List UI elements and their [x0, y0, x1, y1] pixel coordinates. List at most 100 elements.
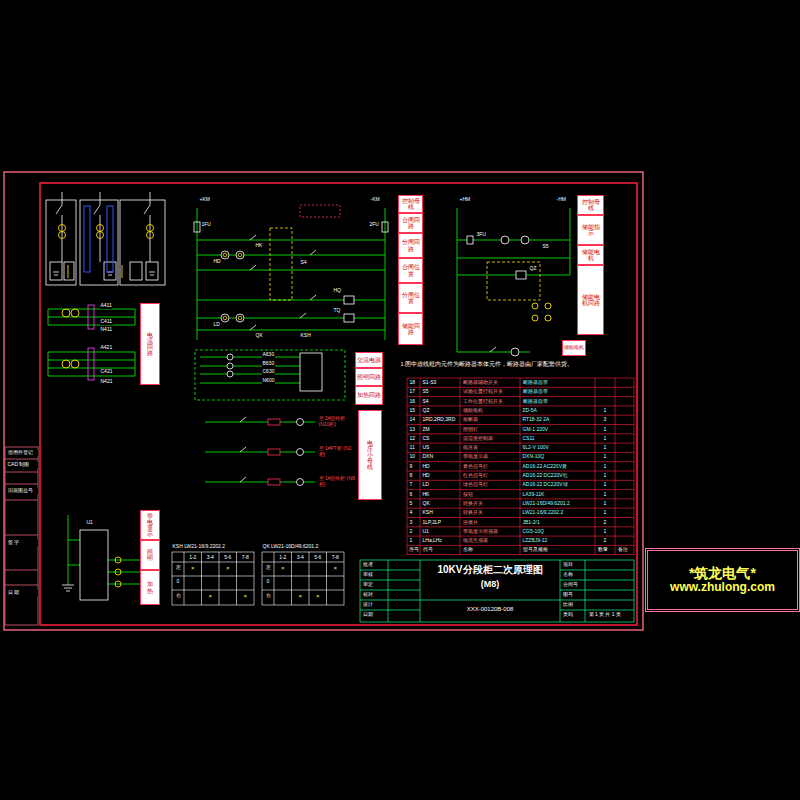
revision-column-text: 借用件登记 [7, 450, 38, 456]
switch-table-header: 1-2 [189, 555, 197, 561]
table-cell: 2 [603, 538, 607, 544]
function-box: 加热回路 [355, 386, 383, 405]
circuit-label: HQ [333, 288, 342, 294]
table-cell: 1 [603, 445, 607, 451]
switch-table-title: QK LW21-16D/49.6201.2 [262, 544, 319, 550]
function-box: 分闸位置 [398, 283, 423, 313]
contact-mark: × [243, 593, 248, 600]
switch-position: 左 [265, 565, 271, 571]
table-cell: JB1-2/1 [522, 520, 540, 526]
drawing-subtitle: (M8) [480, 580, 500, 590]
title-block-text: 审核 [362, 572, 373, 578]
box-label: 合闸位置 [400, 264, 421, 277]
circuit-label: N421 [100, 379, 113, 385]
contact-mark: × [225, 565, 230, 572]
switch-table-header: 3-4 [296, 555, 304, 561]
table-cell: 3 [603, 417, 607, 423]
circuit-label: +KM [199, 197, 210, 203]
table-cell: AD16-22 DC220V绿 [522, 482, 568, 488]
table-cell: 10 [409, 454, 416, 460]
control-circuit-devices [194, 222, 388, 330]
circuit-label: LD [213, 322, 220, 328]
table-cell: 断路器辅助开关 [462, 380, 498, 386]
table-cell: KSH [422, 510, 433, 516]
table-cell: U1 [422, 529, 429, 535]
title-block-text: 合同号 [562, 582, 578, 588]
circuit-label: QK [255, 333, 263, 339]
box-label: 加热回路 [357, 392, 381, 398]
circuit-label: 2FU [369, 222, 379, 228]
switch-table-title: KSH LW21-16/9.2202.2 [172, 544, 225, 550]
box-label: 分闸位置 [400, 292, 421, 305]
drawing-title: 10KV分段柜二次原理图 [437, 564, 543, 575]
box-label: 储能电机回路 [579, 294, 602, 307]
table-cell: LZZBJ9-12 [522, 538, 548, 544]
title-block-text: 日期 [362, 612, 373, 618]
table-cell: HD [422, 464, 430, 470]
circuit-label: A411 [100, 303, 112, 309]
table-cell: 断路器自带 [522, 399, 548, 405]
function-box: 控制母线 [577, 195, 604, 215]
table-cell: QK [422, 501, 430, 507]
table-cell: 6L2-V 100V [522, 445, 549, 451]
box-label: 加热 [147, 581, 153, 593]
table-cell: 7 [409, 482, 413, 488]
table-cell: 1 [603, 510, 607, 516]
table-cell: 1 [603, 427, 607, 433]
table-header: 序号 [408, 547, 419, 553]
table-cell: 2 [603, 520, 607, 526]
function-box: 照明回路 [355, 368, 383, 386]
table-cell: 15 [409, 408, 416, 414]
circuit-label: +HM [459, 197, 471, 203]
table-cell: LW21-16/9.2202.2 [522, 510, 564, 516]
function-box: 储能电机 [562, 340, 586, 356]
contact-mark: × [298, 593, 303, 600]
title-block-text: 比例 [562, 602, 573, 608]
table-cell: 1 [409, 538, 413, 544]
current-transformer-symbols [59, 225, 154, 279]
table-cell: 1LP,2LP [422, 520, 442, 526]
title-block-text: 校对 [362, 592, 373, 598]
circuit-label: N600 [262, 378, 275, 384]
title-block-text: 图号 [562, 592, 573, 598]
table-cell: ZD-5A [522, 408, 537, 414]
busbar-symbols [84, 206, 113, 272]
ac-circuit-devices [227, 353, 322, 486]
destination-note: 至 1#PT柜 (N2柜) [318, 446, 357, 457]
circuit-label: 3FU [476, 232, 486, 238]
table-cell: CG5-10Q [522, 529, 544, 535]
circuit-label: S5 [542, 244, 549, 250]
function-box: 储能指示 [577, 215, 604, 245]
revision-column [5, 447, 38, 625]
table-cell: 试验位置行程开关 [462, 389, 503, 395]
switch-position: 右 [175, 593, 181, 599]
table-cell: AD16-22 DC220V红 [522, 473, 568, 479]
switch-table-header: 5-6 [224, 555, 232, 561]
table-cell: 温湿度控制器 [462, 436, 493, 442]
current-transformer-symbols [62, 309, 79, 368]
table-cell: 16 [409, 399, 416, 405]
note-text: 1.图中虚线框内元件为断路器本体元件，断路器由厂家配套供货。 [400, 361, 574, 367]
circuit-label: 1FU [201, 222, 211, 228]
circuit-label: B630 [262, 361, 275, 367]
box-label: 分闸回路 [400, 239, 421, 252]
table-cell: 断路器自带 [522, 389, 548, 395]
contact-mark: × [190, 565, 195, 572]
table-header: 代号 [422, 547, 433, 553]
table-cell: 黄色信号灯 [462, 464, 488, 470]
revision-column-text: 旧底图总号 [7, 488, 38, 494]
table-cell: 4 [409, 510, 413, 516]
table-cell: 转换开关 [462, 510, 483, 516]
table-cell: 18 [409, 380, 416, 386]
table-cell: DXN [422, 454, 434, 460]
table-cell: DXN-10Q [522, 454, 545, 460]
circuit-label: TQ [333, 308, 341, 314]
circuit-label: U1 [86, 520, 93, 526]
circuit-label: HK [255, 243, 263, 249]
table-cell: QZ [422, 408, 430, 414]
table-cell: GM-1 220V [522, 427, 549, 433]
table-cell: 按钮 [462, 492, 473, 498]
function-box: 储能回路 [398, 313, 423, 345]
inner-frame [40, 183, 637, 625]
table-cell: 绿色信号灯 [462, 482, 488, 488]
